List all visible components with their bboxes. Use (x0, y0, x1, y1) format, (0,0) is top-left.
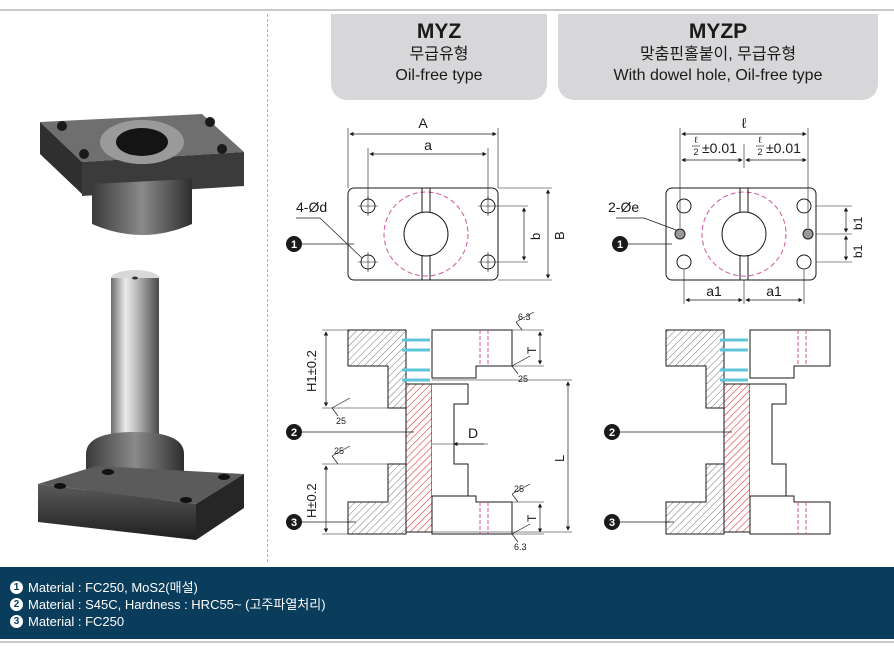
header-myz-subtitle-ko: 무급유형 (409, 46, 469, 63)
svg-text:2: 2 (291, 427, 297, 439)
material-text-2: Material : S45C, Hardness : HRC55~ (고주파열… (28, 597, 326, 612)
dim-B: B (552, 231, 567, 240)
material-line-2: 2 Material : S45C, Hardness : HRC55~ (고주… (0, 596, 894, 613)
pin-holder-hole (102, 469, 114, 475)
svg-text:1: 1 (291, 239, 297, 251)
callout-number-icon: 2 (10, 598, 23, 611)
bottom-rule (0, 641, 894, 643)
pin-holder-flange-side (196, 474, 244, 540)
dim-L: L (552, 455, 567, 462)
svg-text:6.3: 6.3 (518, 312, 531, 322)
svg-text:±0.01: ±0.01 (766, 140, 801, 156)
technical-drawing: A a 4-Ød b B 1 ℓ ℓ 2 (286, 115, 865, 552)
dim-half-l-right: ℓ 2 ±0.01 (756, 135, 801, 157)
callout-number-icon (286, 236, 302, 252)
svg-text:2: 2 (757, 147, 762, 157)
pin-shaft (111, 278, 159, 454)
material-text-1: Material : FC250, MoS2(매설) (28, 580, 198, 595)
bushing-flange-side (40, 122, 82, 194)
myzp-top-view (616, 128, 852, 304)
svg-text:3: 3 (291, 517, 297, 529)
pin-top-hole (132, 276, 138, 280)
callout-number-icon: 3 (10, 615, 23, 628)
callout-1-myz-top: 1 (286, 236, 302, 252)
myz-section-view (300, 311, 572, 543)
dim-D: D (468, 425, 478, 441)
bushing-hole (79, 149, 89, 159)
top-rule (0, 9, 894, 11)
myz-top-view (296, 128, 552, 281)
svg-text:2: 2 (609, 427, 615, 439)
callout-2-myzp: 2 (604, 424, 620, 440)
material-line-3: 3 Material : FC250 (0, 613, 894, 630)
callout-number-icon (286, 514, 302, 530)
svg-text:ℓ: ℓ (759, 135, 763, 145)
svg-text:6.3: 6.3 (514, 542, 527, 552)
callout-3-myzp: 3 (604, 514, 620, 530)
header-myzp-title: MYZP (688, 20, 748, 43)
bushing-hole (205, 117, 215, 127)
dim-b1-bottom: b1 (851, 244, 865, 258)
svg-text:ℓ: ℓ (695, 135, 699, 145)
callout-2-myz: 2 (286, 424, 302, 440)
pin-holder-hole (180, 497, 192, 503)
header-myzp-subtitle-ko: 맞춤핀홀붙이, 무급유형 (639, 46, 797, 63)
myzp-section-view (618, 329, 831, 535)
bushing-body (92, 179, 192, 235)
header-myz-subtitle-en: Oil-free type (395, 67, 483, 84)
material-line-1: 1 Material : FC250, MoS2(매설) (0, 579, 894, 596)
svg-text:2: 2 (693, 147, 698, 157)
dim-a1-left: a1 (706, 283, 722, 299)
svg-text:25: 25 (518, 374, 528, 384)
dim-H1: H1±0.2 (304, 350, 319, 392)
svg-text:25: 25 (514, 484, 524, 494)
pin-holder-hole (54, 483, 66, 489)
header-myz: MYZ 무급유형 Oil-free type (331, 14, 547, 100)
pin-holder-flange-front (38, 484, 196, 540)
bushing-hole (57, 121, 67, 131)
header-myzp-subtitle-en: With dowel hole, Oil-free type (613, 67, 823, 84)
callout-number-icon (604, 424, 620, 440)
callout-1-myzp-top: 1 (612, 236, 628, 252)
bushing-bore (116, 128, 168, 156)
dim-T-lower: T (525, 514, 539, 522)
callout-number-icon: 1 (10, 581, 23, 594)
pin-holder-flange-top (38, 466, 244, 504)
svg-text:±0.01: ±0.01 (702, 140, 737, 156)
material-text-3: Material : FC250 (28, 614, 125, 629)
dim-b1-top: b1 (851, 216, 865, 230)
roughness-symbol-icon: 6.3 25 25 25 25 6.3 (334, 312, 531, 552)
dim-H: H±0.2 (304, 483, 319, 518)
svg-text:25: 25 (336, 416, 346, 426)
header-myz-title: MYZ (416, 20, 462, 43)
callout-number-icon (604, 514, 620, 530)
dim-4-d-holes: 4-Ød (296, 199, 327, 215)
column-divider (267, 14, 268, 562)
dim-b: b (528, 233, 543, 240)
svg-text:3: 3 (609, 517, 615, 529)
dim-A: A (418, 115, 428, 131)
svg-text:25: 25 (334, 446, 344, 456)
dim-2-e-holes: 2-Øe (608, 199, 639, 215)
dim-l: ℓ (742, 115, 747, 131)
callout-number-icon (612, 236, 628, 252)
callout-number-icon (286, 424, 302, 440)
pin-holder-hole (218, 474, 230, 480)
header-myzp: MYZP 맞춤핀홀붙이, 무급유형 With dowel hole, Oil-f… (558, 14, 878, 100)
materials-footer: 1 Material : FC250, MoS2(매설) 2 Material … (0, 567, 894, 639)
callout-3-myz: 3 (286, 514, 302, 530)
dim-T-upper: T (525, 346, 539, 354)
bushing-hole (217, 144, 227, 154)
svg-text:1: 1 (617, 239, 623, 251)
product-photo (38, 114, 244, 540)
dim-a: a (424, 137, 432, 153)
dim-half-l-left: ℓ 2 ±0.01 (692, 135, 737, 157)
dim-a1-right: a1 (766, 283, 782, 299)
